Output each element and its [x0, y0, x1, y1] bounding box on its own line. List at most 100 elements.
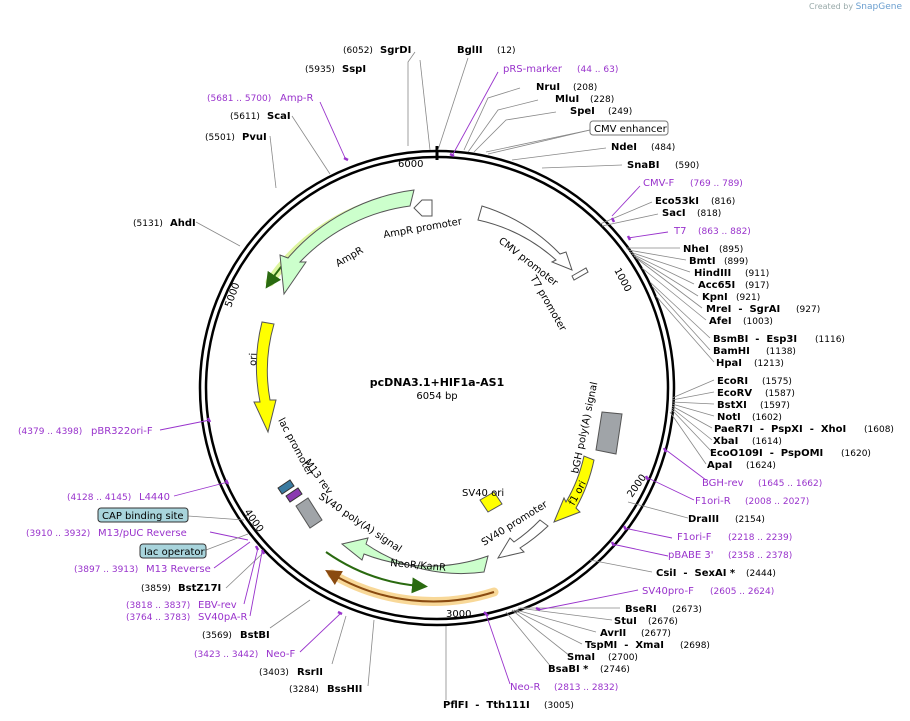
- enzyme-ecoo109i-pspomi-name: EcoO109I - PspOMI: [710, 448, 823, 459]
- feature-ampr-promoter: [413, 199, 433, 217]
- enzyme-sspi-name: SspI: [342, 64, 366, 75]
- primer-f1ori-f-name: F1ori-F: [677, 532, 712, 543]
- enzyme-bstxi-name: BstXI: [717, 400, 747, 411]
- primer-f1ori-f-pos: (2218 .. 2239): [728, 533, 792, 543]
- cap-binding-site-box: [97, 507, 189, 523]
- primer-neo-f-name: Neo-F: [266, 649, 296, 660]
- credit-prefix: Created by: [809, 2, 854, 11]
- enzyme-saci-pos: (818): [697, 209, 721, 219]
- feature-f1-ori: [553, 455, 595, 523]
- enzyme-spei-name: SpeI: [570, 106, 595, 117]
- tick-6000: 6000: [398, 159, 423, 170]
- enzyme-mrei-sgrai-pos: (927): [796, 305, 820, 315]
- primer-sv40pro-f-name: SV40pro-F: [642, 586, 694, 597]
- enzyme-pflfi-tth111i-name: PflFI - Tth111I: [443, 700, 530, 711]
- feature-t7-promoter: [571, 267, 589, 281]
- tick-4000: 4000: [242, 507, 266, 534]
- enzyme-bstbi-name: BstBI: [240, 630, 270, 641]
- enzyme-nrui-pos: (208): [573, 83, 597, 93]
- enzyme-nhei-pos: (895): [719, 245, 743, 255]
- enzyme-kpni-pos: (921): [736, 293, 760, 303]
- enzyme-tspmi-xmai-name: TspMI - XmaI: [585, 640, 664, 651]
- primer-m13-reverse-name: M13 Reverse: [146, 564, 211, 575]
- enzyme-scai-pos: (5611): [230, 112, 260, 122]
- primer-neo-f-pos: (3423 .. 3442): [194, 650, 258, 660]
- enzyme-snabi-name: SnaBI: [627, 160, 659, 171]
- feature-neor-label: NeoR/KanR: [390, 558, 447, 574]
- enzyme-bsshii-pos: (3284): [289, 685, 319, 695]
- enzyme-bsmbi-esp3i-name: BsmBI - Esp3I: [713, 334, 797, 345]
- primer-t7-name: T7: [673, 226, 686, 237]
- primer-cmv-f-name: CMV-F: [643, 178, 674, 189]
- enzyme-bsabi-name: BsaBI *: [548, 664, 589, 675]
- enzyme-mlui-pos: (228): [590, 95, 614, 105]
- enzyme-bstbi-pos: (3569): [202, 631, 232, 641]
- primer-amp-r-pos: (5681 .. 5700): [207, 94, 271, 104]
- enzyme-avrii-name: AvrII: [600, 628, 626, 639]
- feature-ori: [253, 321, 277, 434]
- enzyme-bmti-name: BmtI: [689, 256, 716, 267]
- enzyme-bglii-pos: (12): [497, 46, 515, 56]
- enzyme-xbai-name: XbaI: [713, 436, 738, 447]
- primer-f1ori-r-name: F1ori-R: [695, 496, 731, 507]
- enzyme-acc65i-pos: (917): [745, 281, 769, 291]
- feature-ampr-promoter-label: AmpR promoter: [383, 216, 464, 241]
- lac-operator-box: [139, 543, 207, 559]
- enzyme-ecori-pos: (1575): [762, 377, 792, 387]
- enzyme-pvui-name: PvuI: [242, 132, 267, 143]
- enzyme-snabi-pos: (590): [675, 161, 699, 171]
- primer-pbabe3-name: pBABE 3': [668, 550, 714, 561]
- enzyme-paer7i-pspxi-xhoi-pos: (1608): [864, 425, 894, 435]
- enzyme-smai-pos: (2700): [608, 653, 638, 663]
- primer-ebv-rev-name: EBV-rev: [198, 600, 237, 611]
- enzyme-smai-name: SmaI: [567, 652, 595, 663]
- primer-f1ori-r-pos: (2008 .. 2027): [745, 497, 809, 507]
- primer-marks: [206, 152, 668, 617]
- primer-sv40pa-r-name: SV40pA-R: [198, 612, 247, 623]
- enzyme-sgrdi-pos: (6052): [343, 46, 373, 56]
- enzyme-acc65i-name: Acc65I: [698, 280, 735, 291]
- enzyme-eco53ki-pos: (816): [711, 197, 735, 207]
- enzyme-ndei-name: NdeI: [611, 142, 637, 153]
- enzyme-afei-pos: (1003): [743, 317, 773, 327]
- enzyme-bglii-name: BglII: [457, 45, 483, 56]
- feature-ori-label: ori: [248, 353, 259, 366]
- feature-neor-orange-line: [325, 569, 495, 603]
- enzyme-bstz17i-name: BstZ17I: [178, 583, 221, 594]
- enzyme-draiii-name: DraIII: [688, 514, 719, 525]
- tick-3000: 3000: [446, 609, 471, 620]
- enzyme-hindiii-pos: (911): [745, 269, 769, 279]
- primer-pbr322ori-f-name: pBR322ori-F: [91, 426, 153, 437]
- enzyme-sgrdi-name: SgrDI: [380, 45, 411, 56]
- enzyme-rsrii-pos: (3403): [259, 668, 289, 678]
- feature-m13-rev: [285, 487, 303, 503]
- primer-bgh-rev-pos: (1645 .. 1662): [758, 479, 822, 489]
- enzyme-bseri-pos: (2673): [672, 605, 702, 615]
- primer-cmv-f-pos: (769 .. 789): [690, 179, 743, 189]
- primer-prs-marker-name: pRS-marker: [503, 64, 563, 75]
- cmv-enhancer-box: [589, 120, 669, 136]
- cmv-enhancer-label: CMV enhancer: [594, 124, 668, 135]
- enzyme-bsshii-name: BssHII: [327, 684, 362, 695]
- enzyme-apai-name: ApaI: [707, 460, 732, 471]
- feature-sv40-polya: [295, 497, 323, 529]
- feature-ampr-label: AmpR: [334, 245, 365, 269]
- enzyme-nhei-name: NheI: [683, 244, 709, 255]
- enzyme-hindiii-name: HindIII: [694, 268, 731, 279]
- enzyme-stui-pos: (2676): [648, 617, 678, 627]
- enzyme-afei-name: AfeI: [709, 316, 732, 327]
- primer-sv40pro-f-pos: (2605 .. 2624): [710, 587, 774, 597]
- feature-ampr-arrow: [279, 189, 415, 296]
- enzyme-bsmbi-esp3i-pos: (1116): [815, 335, 845, 345]
- feature-bgh-polya: [595, 411, 623, 455]
- primer-neo-r-name: Neo-R: [510, 682, 541, 693]
- primer-leader-lines: [159, 71, 707, 685]
- primer-neo-r-pos: (2813 .. 2832): [554, 683, 618, 693]
- primer-sv40pa-r-pos: (3764 .. 3783): [126, 613, 190, 623]
- enzyme-bseri-name: BseRI: [625, 604, 657, 615]
- feature-sv40-ori: [479, 491, 503, 513]
- boxed-leader-lines: [187, 129, 591, 551]
- plasmid-length: 6054 bp: [416, 391, 457, 402]
- enzyme-pflfi-tth111i-pos: (3005): [544, 701, 574, 711]
